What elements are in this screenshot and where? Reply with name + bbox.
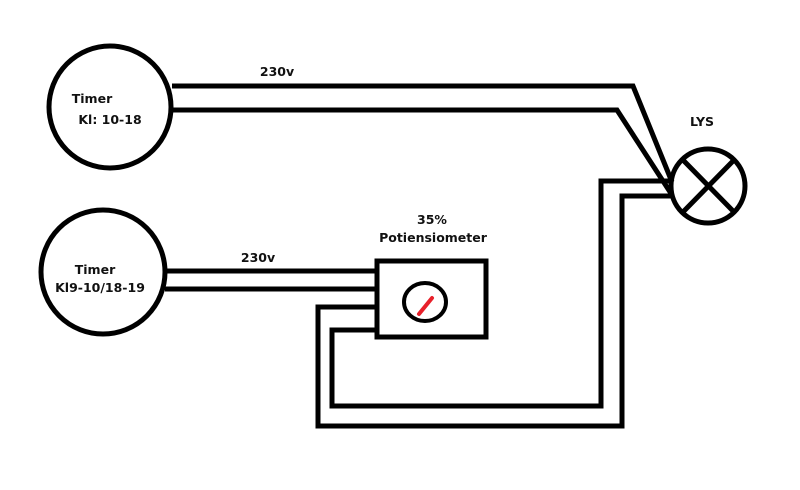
timer-top-title: Timer [72, 91, 113, 106]
lamp-label: LYS [690, 114, 714, 129]
lamp: LYS [668, 114, 748, 226]
voltage-bottom-label: 230v [241, 250, 275, 265]
timer-top-hours: Kl: 10-18 [78, 112, 141, 127]
potentiometer-needle [417, 296, 434, 316]
voltage-top-label: 230v [260, 64, 294, 79]
potentiometer-dial [402, 281, 448, 323]
wire-top-2 [172, 107, 675, 197]
timer-top-circle [46, 43, 174, 171]
lamp-circle [668, 146, 748, 226]
timer-bottom: Timer Kl9-10/18-19 [38, 207, 168, 337]
potentiometer: 35% Potiensiometer [374, 212, 489, 340]
timer-top: Timer Kl: 10-18 [46, 43, 174, 171]
timer-bottom-hours: Kl9-10/18-19 [55, 280, 145, 295]
lamp-cross-2 [681, 158, 736, 214]
potentiometer-name: Potiensiometer [379, 230, 488, 245]
potentiometer-box [374, 258, 489, 340]
wire-return-inner [329, 178, 672, 409]
wire-top-1 [172, 83, 675, 183]
wire-return-outer [315, 193, 672, 429]
potentiometer-percent: 35% [417, 212, 447, 227]
timer-bottom-title: Timer [75, 262, 116, 277]
